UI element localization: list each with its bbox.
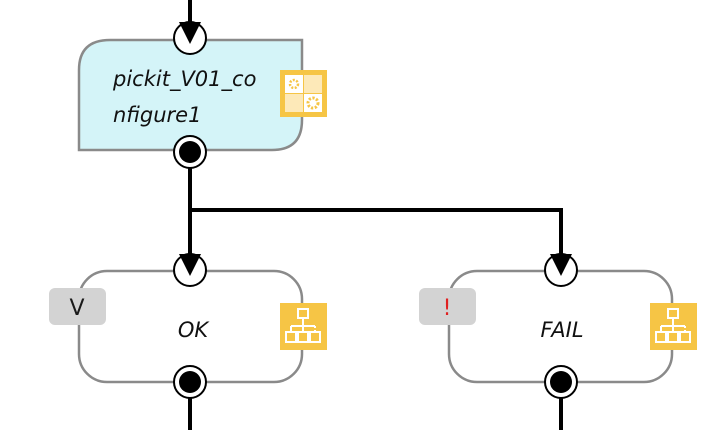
node-configure[interactable]: pickit_V01_co nfigure1: [77, 21, 327, 169]
node-ok-label: OK: [178, 318, 211, 342]
node-fail-badge-text: !: [443, 296, 452, 321]
node-configure-output-port[interactable]: [173, 135, 207, 169]
edge-configure-to-fail: [190, 208, 563, 258]
node-configure-label-line1: pickit_V01_co: [112, 67, 256, 92]
node-ok-input-port[interactable]: [173, 253, 207, 287]
hierarchy-icon[interactable]: [280, 303, 327, 350]
node-fail[interactable]: FAIL !: [419, 253, 697, 399]
node-fail-input-port[interactable]: [544, 253, 578, 287]
node-ok-output-port[interactable]: [173, 365, 207, 399]
node-configure-label-line2: nfigure1: [113, 103, 201, 127]
node-fail-label: FAIL: [540, 318, 583, 342]
node-configure-input-port[interactable]: [173, 21, 207, 55]
gears-icon[interactable]: [280, 70, 327, 117]
node-ok[interactable]: OK V: [49, 253, 327, 399]
node-configure-shape[interactable]: [77, 38, 304, 152]
node-fail-badge: !: [419, 288, 476, 325]
hierarchy-icon[interactable]: [650, 303, 697, 350]
node-ok-badge: V: [49, 288, 106, 325]
node-fail-output-port[interactable]: [544, 365, 578, 399]
node-ok-badge-text: V: [69, 296, 84, 321]
